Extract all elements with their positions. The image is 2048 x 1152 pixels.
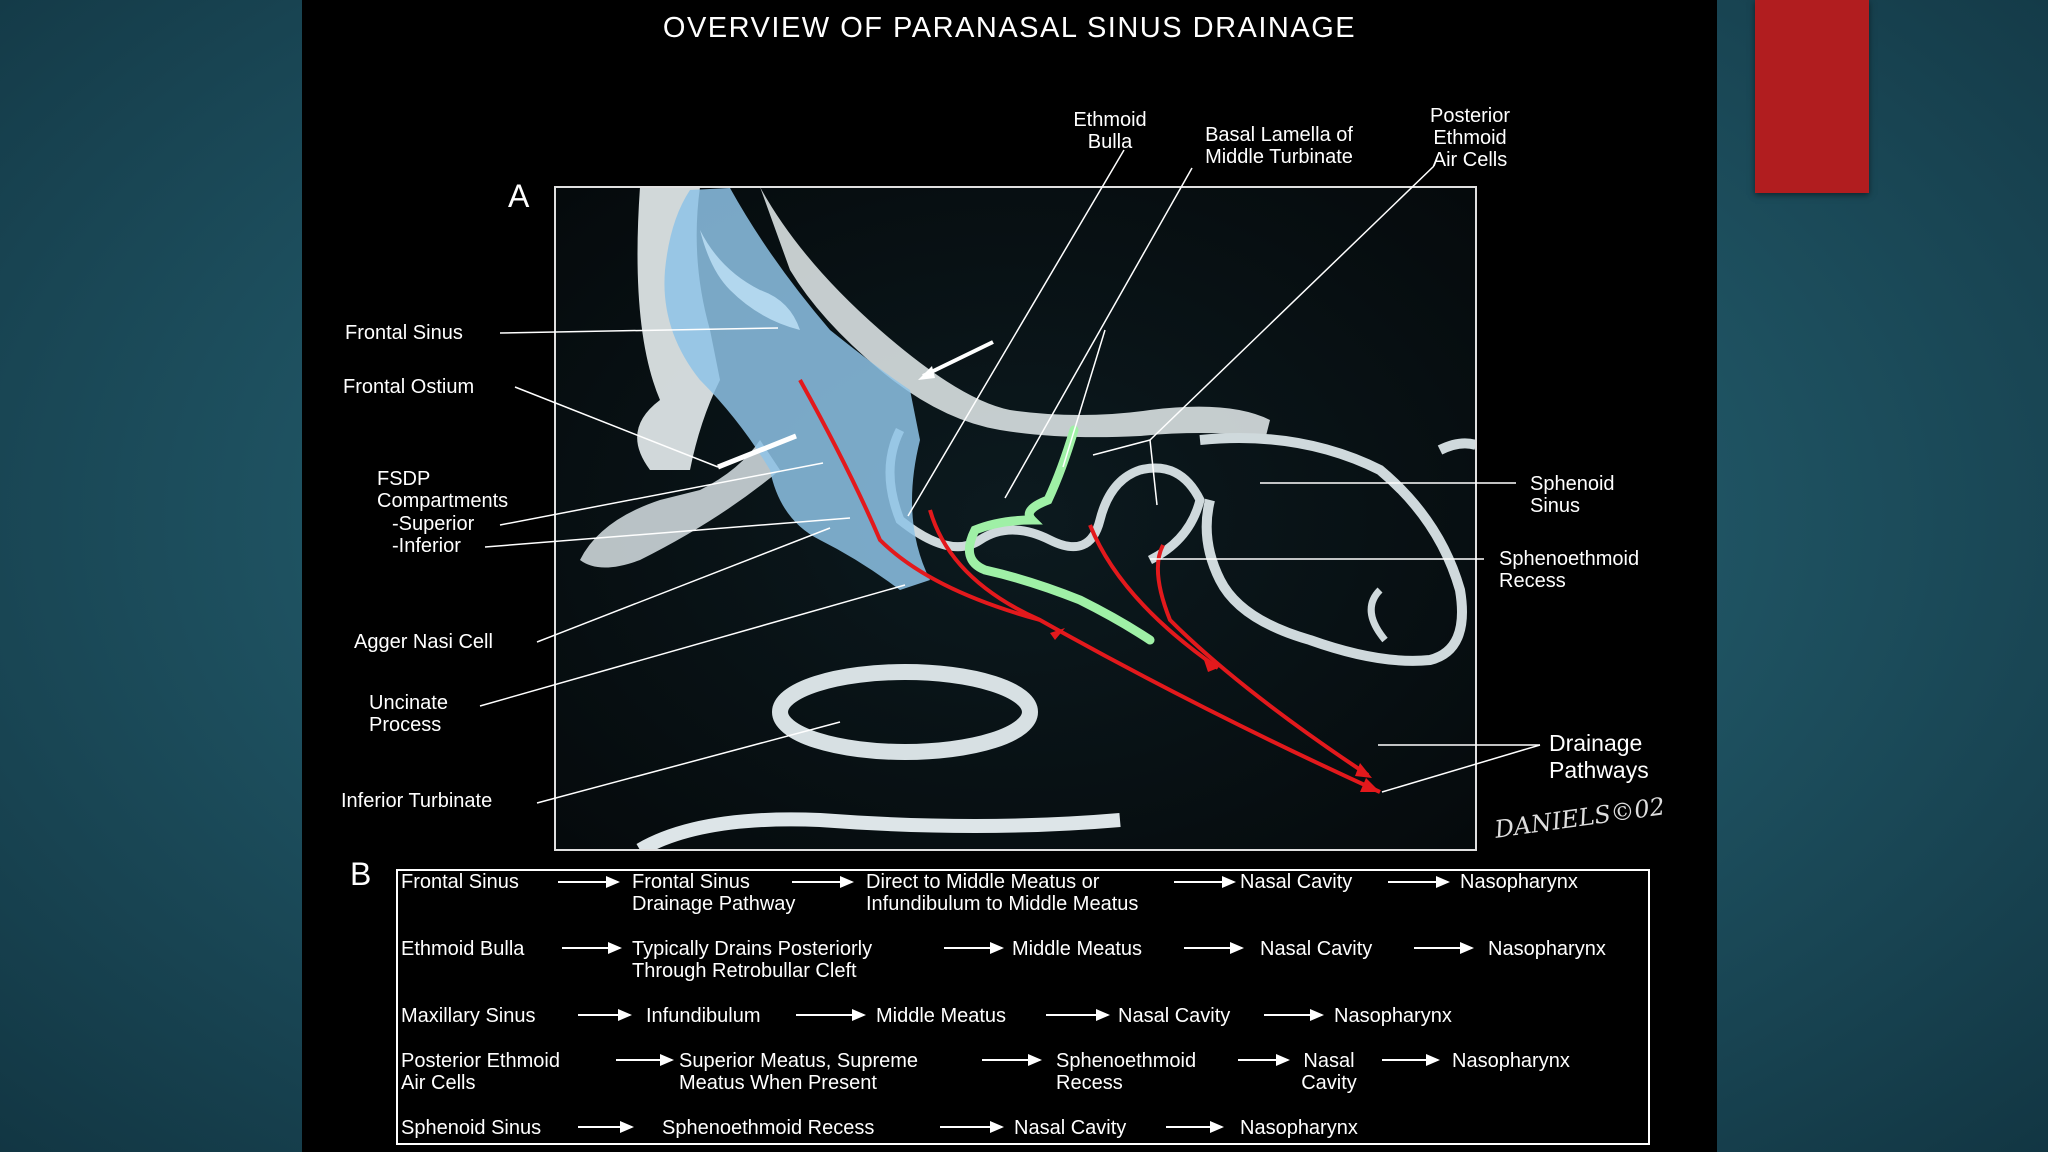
drainage-flow-table: Frontal Sinus Frontal Sinus Drainage Pat… <box>396 869 1650 1145</box>
flow-arrow <box>792 876 854 888</box>
flow-arrow <box>562 942 622 954</box>
flow-arrow <box>616 1054 674 1066</box>
label-frontal-ostium: Frontal Ostium <box>343 376 475 398</box>
flow-step: Nasal Cavity <box>1014 1117 1127 1139</box>
flow-step: Nasopharynx <box>1488 938 1606 960</box>
label-inferior-turbinate: Inferior Turbinate <box>341 790 493 812</box>
flow-step: Direct to Middle Meatus or Infundibulum … <box>866 871 1139 915</box>
flow-step: Infundibulum <box>646 1005 761 1027</box>
flow-arrow <box>578 1121 634 1133</box>
flow-arrow <box>1264 1009 1324 1021</box>
flow-step: Frontal Sinus <box>401 871 519 893</box>
label-uncinate: Uncinate Process <box>369 692 448 736</box>
leader-lines <box>479 149 1541 804</box>
flow-step: Middle Meatus <box>1012 938 1143 960</box>
label-sphenoid-sinus: Sphenoid Sinus <box>1530 473 1615 517</box>
label-fsdp: FSDP Compartments <box>377 468 509 512</box>
flow-arrow <box>944 942 1004 954</box>
flow-step: Sphenoethmoid Recess <box>662 1117 875 1139</box>
flow-step: Nasopharynx <box>1460 871 1578 893</box>
flow-arrow <box>1184 942 1244 954</box>
flow-step: Nasopharynx <box>1240 1117 1358 1139</box>
flow-step: Frontal Sinus Drainage Pathway <box>632 871 796 915</box>
flow-step: Posterior Ethmoid Air Cells <box>401 1050 560 1094</box>
flow-step: Typically Drains Posteriorly Through Ret… <box>632 938 873 982</box>
flow-step: Maxillary Sinus <box>401 1005 536 1027</box>
flow-arrow <box>940 1121 1004 1133</box>
label-agger-nasi: Agger Nasi Cell <box>354 631 493 653</box>
label-ethmoid-bulla: Ethmoid Bulla <box>1073 109 1147 153</box>
panel-a-letter: A <box>508 178 530 214</box>
flow-arrow <box>1046 1009 1110 1021</box>
flow-step: Nasal Cavity <box>1301 1050 1357 1094</box>
flow-step: Nasal Cavity <box>1118 1005 1231 1027</box>
label-fsdp-superior: -Superior <box>392 513 475 535</box>
label-drainage-pathways: Drainage Pathways <box>1549 730 1649 783</box>
flow-arrow <box>1238 1054 1290 1066</box>
flow-step: Sphenoid Sinus <box>401 1117 542 1139</box>
flow-step: Middle Meatus <box>876 1005 1007 1027</box>
label-basal-lamella: Basal Lamella of Middle Turbinate <box>1205 124 1353 168</box>
flow-arrow <box>1414 942 1474 954</box>
flow-arrow <box>1382 1054 1440 1066</box>
flow-step: Superior Meatus, Supreme Meatus When Pre… <box>679 1050 919 1094</box>
label-sphenoethmoid-recess: Sphenoethmoid Recess <box>1499 548 1640 592</box>
flow-arrow <box>796 1009 866 1021</box>
flow-arrow <box>1388 876 1450 888</box>
ct-image <box>555 187 1476 850</box>
flow-step: Ethmoid Bulla <box>401 938 525 960</box>
flow-step: Nasal Cavity <box>1240 871 1353 893</box>
flow-arrow <box>1174 876 1236 888</box>
accent-tab <box>1755 0 1869 193</box>
flow-step: Nasopharynx <box>1452 1050 1570 1072</box>
label-frontal-sinus: Frontal Sinus <box>345 322 463 344</box>
flow-step: Nasal Cavity <box>1260 938 1373 960</box>
flow-step: Nasopharynx <box>1334 1005 1452 1027</box>
flow-arrow <box>578 1009 632 1021</box>
label-posterior-ethmoid: Posterior Ethmoid Air Cells <box>1429 105 1511 171</box>
flow-step: Sphenoethmoid Recess <box>1056 1050 1197 1094</box>
flow-arrow <box>1166 1121 1224 1133</box>
flow-arrow <box>558 876 620 888</box>
flow-arrow <box>982 1054 1042 1066</box>
label-fsdp-inferior: -Inferior <box>392 535 461 557</box>
panel-b-letter: B <box>350 856 372 892</box>
slide-title: OVERVIEW OF PARANASAL SINUS DRAINAGE <box>662 12 1357 44</box>
